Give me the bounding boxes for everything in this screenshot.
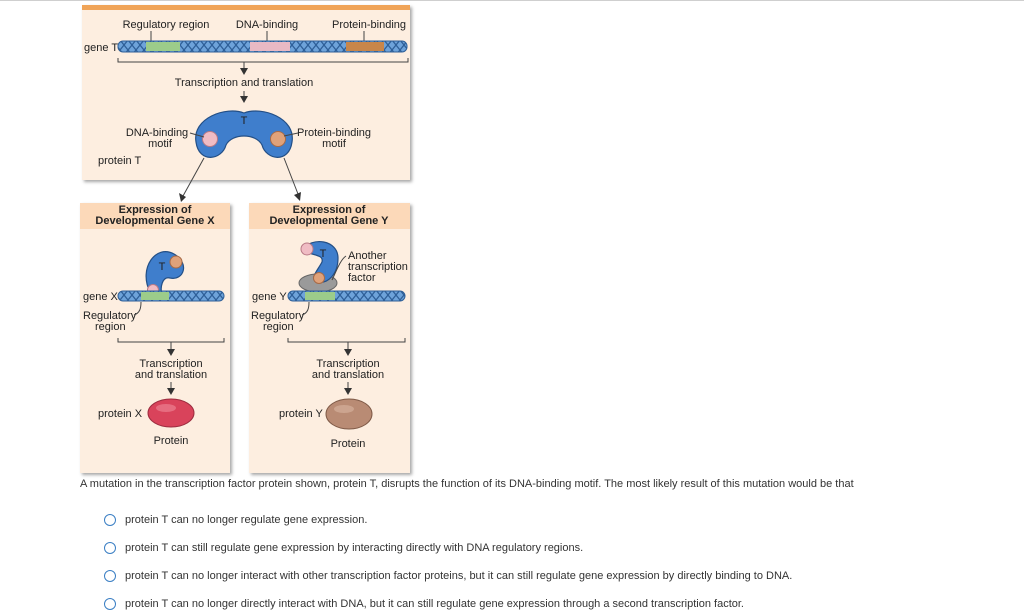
left-title-line2: Developmental Gene X <box>95 215 215 227</box>
left-step-label-2: and translation <box>135 369 207 381</box>
another-factor-label-1: Another <box>348 250 387 262</box>
protein-binding-motif-label-2: motif <box>322 138 347 150</box>
right-product-label: Protein <box>331 438 366 450</box>
dna-binding-label: DNA-binding <box>236 19 298 31</box>
answer-option-label: protein T can still regulate gene expres… <box>125 542 584 554</box>
left-title-band <box>80 203 230 229</box>
gene-x-label: gene X <box>83 291 119 303</box>
gene-y-label: gene Y <box>252 291 287 303</box>
protein-x-shape <box>147 398 195 428</box>
diagram-panel-left <box>80 203 230 473</box>
left-title-line1: Expression of <box>119 204 192 216</box>
radio-button-icon[interactable] <box>104 598 116 610</box>
gene-t-bracket <box>117 58 409 63</box>
gene-t-protein-binding-segment <box>346 42 384 51</box>
arrowhead-to-gene-y <box>294 192 301 201</box>
answer-option-label: protein T can no longer interact with ot… <box>125 570 793 582</box>
answer-option-1[interactable]: protein T can no longer regulate gene ex… <box>104 510 367 530</box>
right-title-line1: Expression of <box>293 204 366 216</box>
left-regulatory-label-2: region <box>95 321 126 333</box>
answer-option-label: protein T can no longer directly interac… <box>125 598 744 610</box>
left-protein-t-letter: T <box>159 261 166 273</box>
left-product-label: Protein <box>154 435 189 447</box>
gene-x-arrowhead <box>167 349 175 356</box>
gene-t-dna <box>117 40 408 53</box>
protein-y-shape <box>325 398 373 430</box>
left-step-arrowhead <box>167 388 175 395</box>
answer-option-label: protein T can no longer regulate gene ex… <box>125 514 368 526</box>
right-step-label-2: and translation <box>312 369 384 381</box>
arrow-to-gene-x <box>182 157 205 197</box>
protein-t-protein-binding-motif <box>270 131 286 147</box>
protein-binding-motif-label-1: Protein-binding <box>297 127 371 139</box>
left-regulatory-label-1: Regulatory <box>83 310 137 322</box>
another-factor-label-2: transcription <box>348 261 408 273</box>
right-regulatory-label-2: region <box>263 321 294 333</box>
gene-t-label: gene T <box>84 42 118 54</box>
left-step-label-1: Transcription <box>139 358 202 370</box>
radio-button-icon[interactable] <box>104 542 116 554</box>
protein-t-shape <box>195 110 293 158</box>
right-protein-t-shape <box>300 241 339 284</box>
arrowhead-to-gene-x <box>179 193 186 202</box>
right-title-line2: Developmental Gene Y <box>269 215 389 227</box>
right-regulatory-label-1: Regulatory <box>251 310 305 322</box>
another-factor-label-3: factor <box>348 272 376 284</box>
answer-option-3[interactable]: protein T can no longer interact with ot… <box>104 566 792 586</box>
top-divider <box>0 0 1024 1</box>
gene-x-bracket <box>117 338 225 343</box>
protein-x-highlight <box>156 404 176 412</box>
radio-button-icon[interactable] <box>104 570 116 582</box>
another-factor-pointer <box>331 255 347 281</box>
protein-y-highlight <box>334 405 354 413</box>
dna-motif-pointer <box>189 132 205 138</box>
right-regulatory-pointer <box>301 301 310 316</box>
arrow-to-gene-y <box>283 157 299 195</box>
protein-motif-pointer <box>283 132 299 137</box>
protein-t-dna-binding-motif <box>202 131 218 147</box>
dna-binding-motif-label-2: motif <box>148 138 173 150</box>
right-step-label-1: Transcription <box>316 358 379 370</box>
protein-t-letter: T <box>241 115 248 127</box>
answer-option-2[interactable]: protein T can still regulate gene expres… <box>104 538 583 558</box>
gene-x-dna <box>117 290 225 302</box>
panel-top-band <box>82 5 410 10</box>
gene-y-dna <box>287 290 406 302</box>
top-step-arrowhead <box>240 96 248 103</box>
gene-regulation-diagram: Regulatory region DNA-binding Protein-bi… <box>80 5 410 450</box>
protein-t-label: protein T <box>98 155 141 167</box>
radio-button-icon[interactable] <box>104 514 116 526</box>
right-protein-t-letter: T <box>320 248 327 260</box>
top-step-label: Transcription and translation <box>175 77 313 89</box>
right-step-arrowhead <box>344 388 352 395</box>
gene-t-dna-binding-segment <box>250 42 290 51</box>
gene-t-regulatory-segment <box>146 42 180 51</box>
right-title-band <box>249 203 410 229</box>
protein-x-label: protein X <box>98 408 143 420</box>
question-text: A mutation in the transcription factor p… <box>80 478 854 490</box>
protein-binding-label: Protein-binding <box>332 19 406 31</box>
left-regulatory-pointer <box>133 301 142 316</box>
gene-y-arrowhead <box>344 349 352 356</box>
gene-y-bracket <box>287 338 406 343</box>
dna-binding-motif-label-1: DNA-binding <box>126 127 188 139</box>
answer-option-4[interactable]: protein T can no longer directly interac… <box>104 594 744 614</box>
gene-t-arrowhead <box>240 68 248 75</box>
diagram-panel-top <box>82 5 410 180</box>
left-protein-t-shape <box>145 251 185 296</box>
protein-y-label: protein Y <box>279 408 323 420</box>
regulatory-region-label: Regulatory region <box>123 19 210 31</box>
